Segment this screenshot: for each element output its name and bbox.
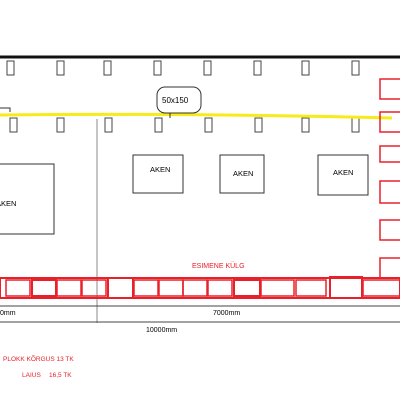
- block: [295, 279, 327, 297]
- front-side-label: ESIMENE KÜLG: [192, 262, 245, 270]
- right-block-column: [379, 78, 400, 279]
- block: [379, 219, 400, 241]
- dimension-total: 10000mm: [146, 327, 177, 334]
- block: [379, 257, 400, 279]
- block: [133, 279, 159, 297]
- block: [107, 277, 134, 299]
- window-label: AKEN: [233, 169, 253, 178]
- post-marker: [153, 60, 162, 76]
- block: [379, 111, 400, 133]
- block: [81, 279, 107, 297]
- post-marker: [56, 60, 65, 76]
- block: [379, 145, 400, 163]
- post-marker: [254, 117, 263, 133]
- left-tick: [0, 107, 11, 112]
- strip-outline: [0, 277, 400, 299]
- block: [329, 276, 363, 299]
- window-label: AKEN: [0, 199, 16, 208]
- window-box: [317, 154, 369, 196]
- dimension-left: 0mm: [0, 310, 16, 317]
- window-label: AKEN: [333, 168, 353, 177]
- beam-line: [0, 112, 393, 120]
- note-width-value: 16,5 TK: [49, 372, 72, 379]
- window-box: [219, 154, 265, 194]
- window-box: [0, 163, 55, 235]
- block: [260, 279, 295, 297]
- window-label: AKEN: [150, 165, 170, 174]
- callout-box: [156, 86, 202, 114]
- block: [233, 279, 261, 297]
- block: [207, 279, 233, 297]
- post-marker: [9, 117, 18, 133]
- post-marker: [154, 117, 163, 133]
- dimension-middle: 7000mm: [213, 310, 240, 317]
- post-marker: [301, 117, 310, 133]
- post-marker: [253, 60, 262, 76]
- note-width-label: LAIUS: [22, 372, 41, 379]
- block: [379, 78, 400, 100]
- post-marker: [301, 60, 310, 76]
- post-marker: [203, 60, 212, 76]
- middle-post-markers: [9, 117, 360, 133]
- block: [182, 279, 208, 297]
- post-marker: [6, 60, 15, 76]
- post-marker: [103, 60, 112, 76]
- note-block-height: PLOKK KÕRGUS 13 TK: [3, 354, 74, 363]
- block: [379, 180, 400, 204]
- post-marker: [351, 60, 360, 76]
- post-marker: [204, 117, 213, 133]
- window-box: [132, 154, 184, 194]
- block: [31, 279, 57, 297]
- block: [5, 279, 31, 297]
- post-marker: [351, 117, 360, 133]
- block: [362, 279, 400, 297]
- callout-label: 50x150: [162, 96, 189, 105]
- block: [158, 279, 184, 297]
- block: [56, 279, 82, 297]
- post-marker: [104, 117, 113, 133]
- post-marker: [56, 117, 65, 133]
- bottom-block-strip: [0, 276, 400, 299]
- top-post-markers: [6, 60, 360, 76]
